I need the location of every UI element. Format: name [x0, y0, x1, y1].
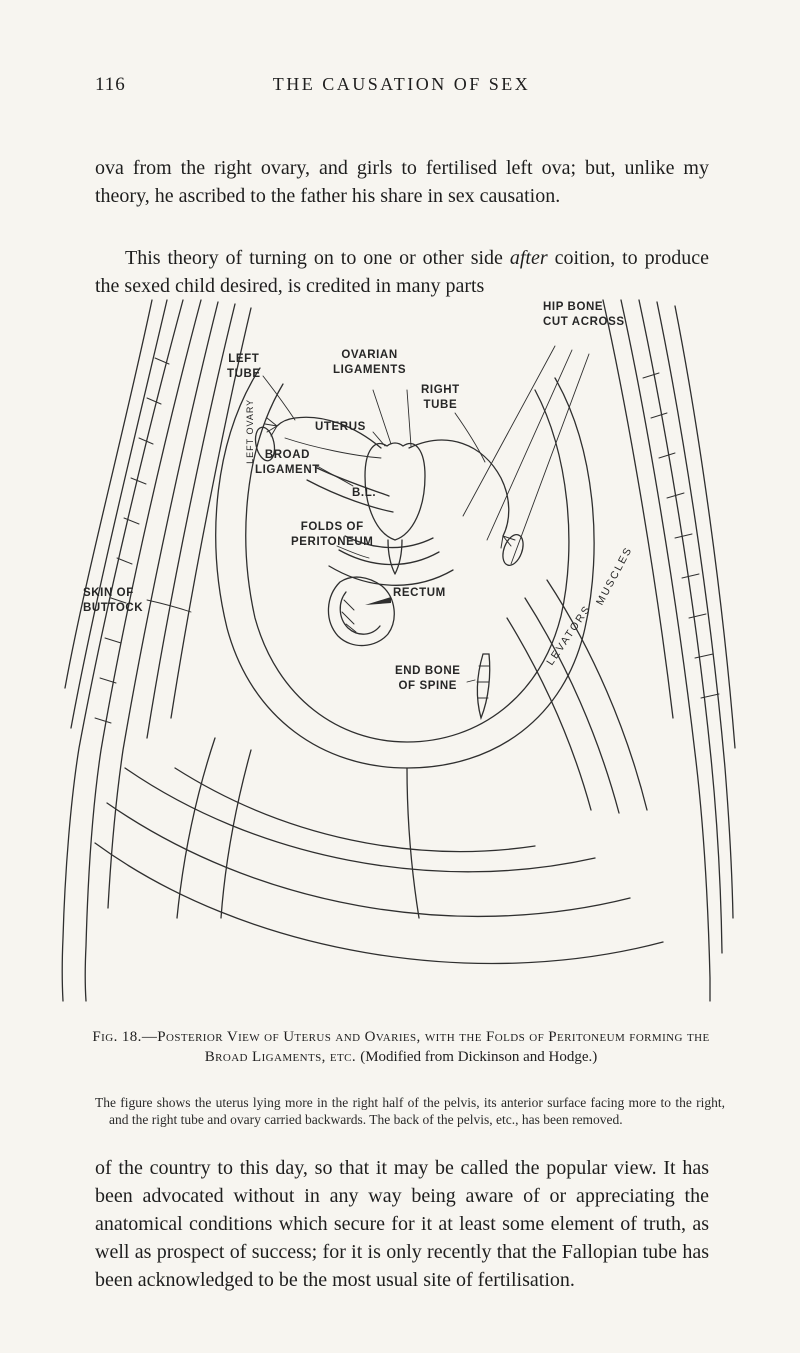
label-folds-of-peritoneum: FOLDS OF PERITONEUM [291, 521, 374, 548]
page-number: 116 [95, 74, 126, 95]
page-header: 116 THE CAUSATION OF SEX [95, 74, 708, 96]
running-title: THE CAUSATION OF SEX [272, 74, 531, 94]
figure-caption-fig-label: Fig. 18. [92, 1029, 142, 1045]
label-left-tube: LEFT TUBE [227, 353, 261, 380]
label-ovarian-ligaments: OVARIAN LIGAMENTS [333, 349, 407, 376]
paragraph-2: This theory of turning on to one or othe… [95, 244, 709, 300]
paragraph-3: of the country to this day, so that it m… [95, 1157, 709, 1291]
paragraph-2-pre: This theory of turning on to one or othe… [125, 247, 510, 269]
figure-caption-title: —Posterior View of Uterus and Ovaries, w… [141, 1029, 710, 1065]
label-end-bone-of-spine: END BONE OF SPINE [395, 665, 461, 692]
figure-caption-source: (Modified from Dickinson and Hodge.) [360, 1049, 598, 1065]
figure-note: The figure shows the uterus lying more i… [95, 1094, 725, 1127]
paragraph-2-italic: after [509, 247, 548, 269]
label-right-tube: RIGHT TUBE [421, 384, 460, 411]
label-broad-ligament: BROAD LIGAMENT [255, 449, 320, 476]
anatomy-line-drawing [61, 299, 736, 1002]
label-rectum: RECTUM [393, 587, 446, 599]
anatomical-figure: HIP BONE CUT ACROSS LEFT TUBE OVARIAN LI… [55, 298, 755, 1006]
label-bl: B.L. [352, 487, 377, 499]
paragraph-2-post: coition, to produce the sexed child desi… [95, 247, 709, 297]
label-hip-bone: HIP BONE CUT ACROSS [543, 301, 625, 328]
figure-caption: Fig. 18.—Posterior View of Uterus and Ov… [90, 1027, 712, 1067]
label-left-ovary: LEFT OVARY [245, 398, 256, 464]
paragraph-1: ova from the right ovary, and girls to f… [95, 157, 709, 207]
label-skin-of-buttock: SKIN OF BUTTOCK [83, 587, 144, 614]
label-uterus: UTERUS [315, 421, 366, 433]
